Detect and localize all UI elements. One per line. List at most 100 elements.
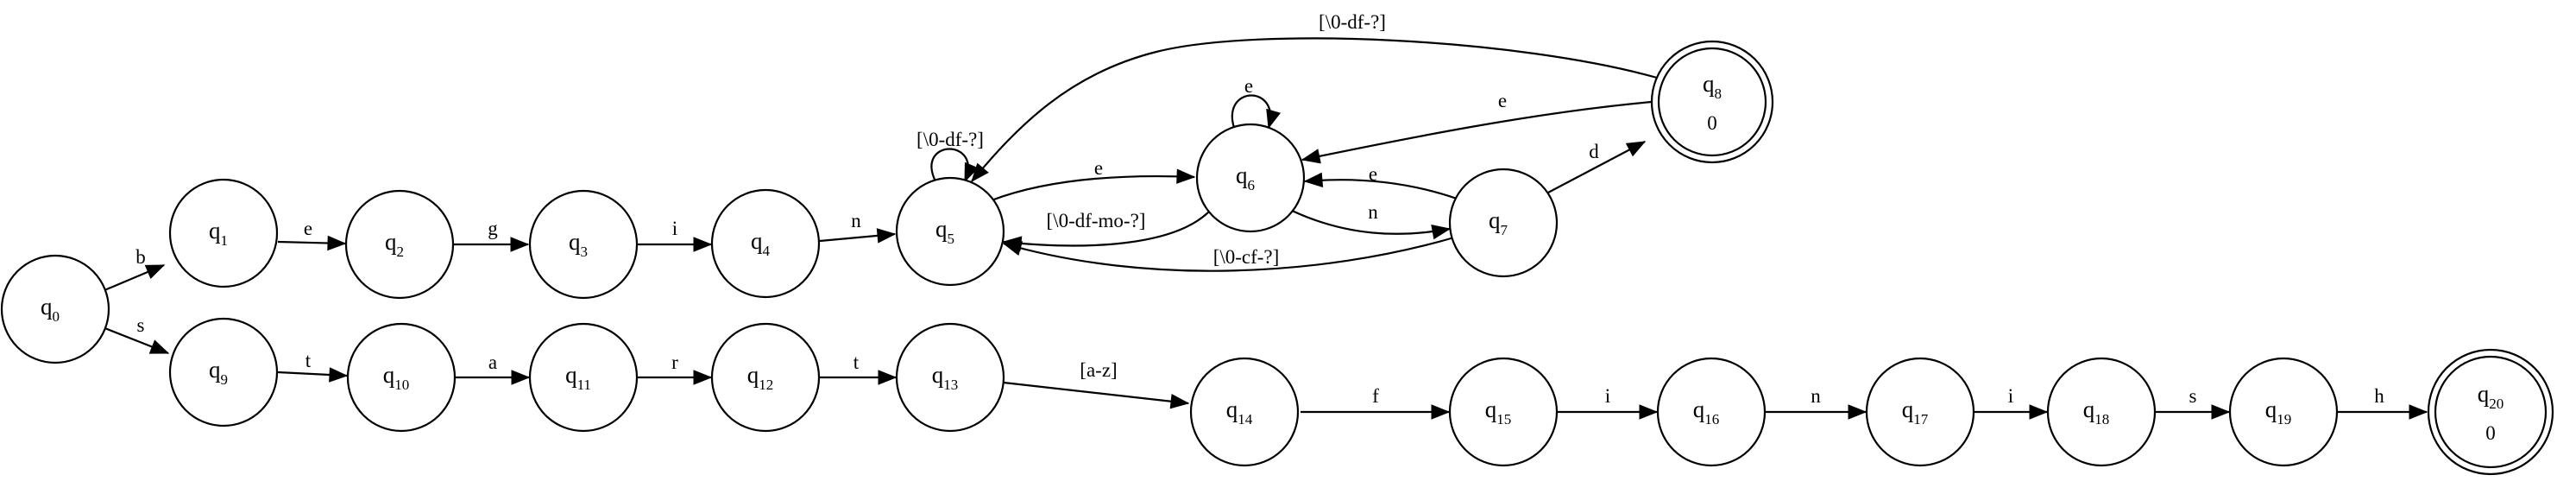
- state-circle: [1189, 357, 1300, 467]
- arrowhead-icon: [693, 370, 713, 385]
- transition-label: n: [1368, 201, 1378, 223]
- arrowhead-icon: [971, 162, 989, 183]
- state-circle: [1656, 357, 1767, 467]
- state-name: q0: [41, 294, 60, 325]
- arrowhead-icon: [1639, 404, 1659, 420]
- transition-label: i: [1605, 385, 1610, 407]
- transition-q1-q2: e: [277, 218, 347, 251]
- state-q2: q2: [344, 189, 455, 300]
- transition-label: t: [853, 352, 860, 373]
- transition-line: [1231, 94, 1272, 129]
- transition-q9-q10: t: [277, 350, 349, 383]
- state-q16: q16: [1656, 357, 1767, 467]
- state-circle: [1448, 168, 1559, 278]
- state-name: q13: [932, 362, 959, 393]
- state-name: q19: [2265, 396, 2292, 428]
- state-circle: [1195, 123, 1306, 233]
- state-name: q6: [1236, 162, 1255, 193]
- transition-q8-q6: e: [1301, 90, 1653, 164]
- state-name: q10: [383, 362, 410, 393]
- state-q1: q1: [168, 178, 279, 288]
- arrowhead-icon: [876, 228, 897, 244]
- state-name: q14: [1226, 396, 1253, 428]
- arrowhead-icon: [1625, 141, 1647, 157]
- transition-q18-q19: s: [2156, 385, 2231, 420]
- arrowhead-icon: [964, 162, 979, 183]
- transition-q17-q18: i: [1975, 385, 2049, 420]
- state-q19: q19: [2228, 357, 2339, 467]
- transition-q3-q4: i: [637, 218, 713, 252]
- arrowhead-icon: [329, 367, 349, 383]
- transition-q4-q5: n: [819, 210, 897, 244]
- transition-q6-q5: [\0-df-mo-?]: [1002, 210, 1210, 251]
- state-circle: [346, 322, 457, 433]
- arrowhead-icon: [1848, 404, 1867, 420]
- transition-label: f: [1372, 385, 1379, 407]
- state-q13: q13: [895, 322, 1005, 433]
- self-loop-q5: [\0-df-?]: [916, 129, 984, 183]
- transition-label: [\0-df-?]: [916, 129, 984, 150]
- transition-label: e: [1244, 75, 1253, 97]
- transition-q12-q13: t: [820, 352, 898, 385]
- state-circle: [1865, 357, 1975, 467]
- transition-q11-q12: r: [638, 352, 713, 385]
- transition-label: e: [304, 218, 312, 239]
- transition-label: a: [488, 352, 497, 373]
- state-name: q1: [209, 218, 228, 249]
- transition-line: [1286, 207, 1451, 235]
- state-q10: q10: [346, 322, 457, 433]
- arrowhead-icon: [878, 370, 898, 385]
- state-circle: [895, 322, 1005, 433]
- arrowhead-icon: [2211, 404, 2231, 420]
- state-q3: q3: [528, 189, 639, 300]
- transition-label: n: [851, 210, 861, 231]
- state-circle: [528, 322, 639, 433]
- transition-line: [1546, 141, 1646, 194]
- transition-q15-q16: i: [1558, 385, 1659, 420]
- transition-line: [1301, 100, 1653, 162]
- state-circle: [168, 317, 279, 428]
- state-q8: q80: [1650, 40, 1774, 164]
- state-name: q17: [1902, 396, 1929, 428]
- state-output: 0: [2485, 422, 2496, 444]
- transition-label: r: [671, 352, 678, 373]
- state-q15: q15: [1448, 357, 1559, 467]
- arrowhead-icon: [1303, 172, 1324, 188]
- transition-label: s: [2189, 385, 2197, 407]
- transition-q7-q6: e: [1303, 163, 1458, 200]
- transition-q8-q5: [\0-df-?]: [971, 11, 1658, 183]
- transition-label: b: [135, 246, 146, 268]
- transition-line: [971, 37, 1658, 182]
- transition-q6-q7: n: [1286, 201, 1452, 240]
- transition-label: e: [1369, 163, 1377, 185]
- arrowhead-icon: [327, 235, 347, 251]
- state-name: q15: [1485, 396, 1512, 428]
- transition-label: e: [1094, 157, 1103, 179]
- transition-label: t: [305, 350, 312, 371]
- state-q14: q14: [1189, 357, 1300, 467]
- state-name: q12: [747, 362, 774, 393]
- state-name: q5: [935, 216, 954, 247]
- state-q0: q0: [0, 254, 110, 364]
- transition-line: [991, 174, 1195, 202]
- state-circle: [344, 189, 455, 300]
- transition-q0-q1: b: [98, 246, 166, 294]
- state-output: 0: [1707, 112, 1717, 134]
- state-circle: [0, 254, 110, 364]
- state-circle: [2046, 357, 2157, 467]
- state-name: q7: [1489, 207, 1508, 238]
- state-q5: q5: [895, 176, 1005, 287]
- state-circle: [710, 188, 821, 299]
- state-circle: [528, 189, 639, 300]
- transition-q2-q3: g: [454, 218, 530, 252]
- state-q12: q12: [710, 322, 821, 433]
- transition-line: [1003, 211, 1210, 247]
- arrowhead-icon: [1002, 241, 1023, 256]
- transition-q7-q5: [\0-cf-?]: [1002, 236, 1455, 272]
- accepting-inner-ring: [2434, 355, 2548, 469]
- transition-q13-q14: [a-z]: [1003, 359, 1190, 409]
- transition-line: [1003, 381, 1189, 405]
